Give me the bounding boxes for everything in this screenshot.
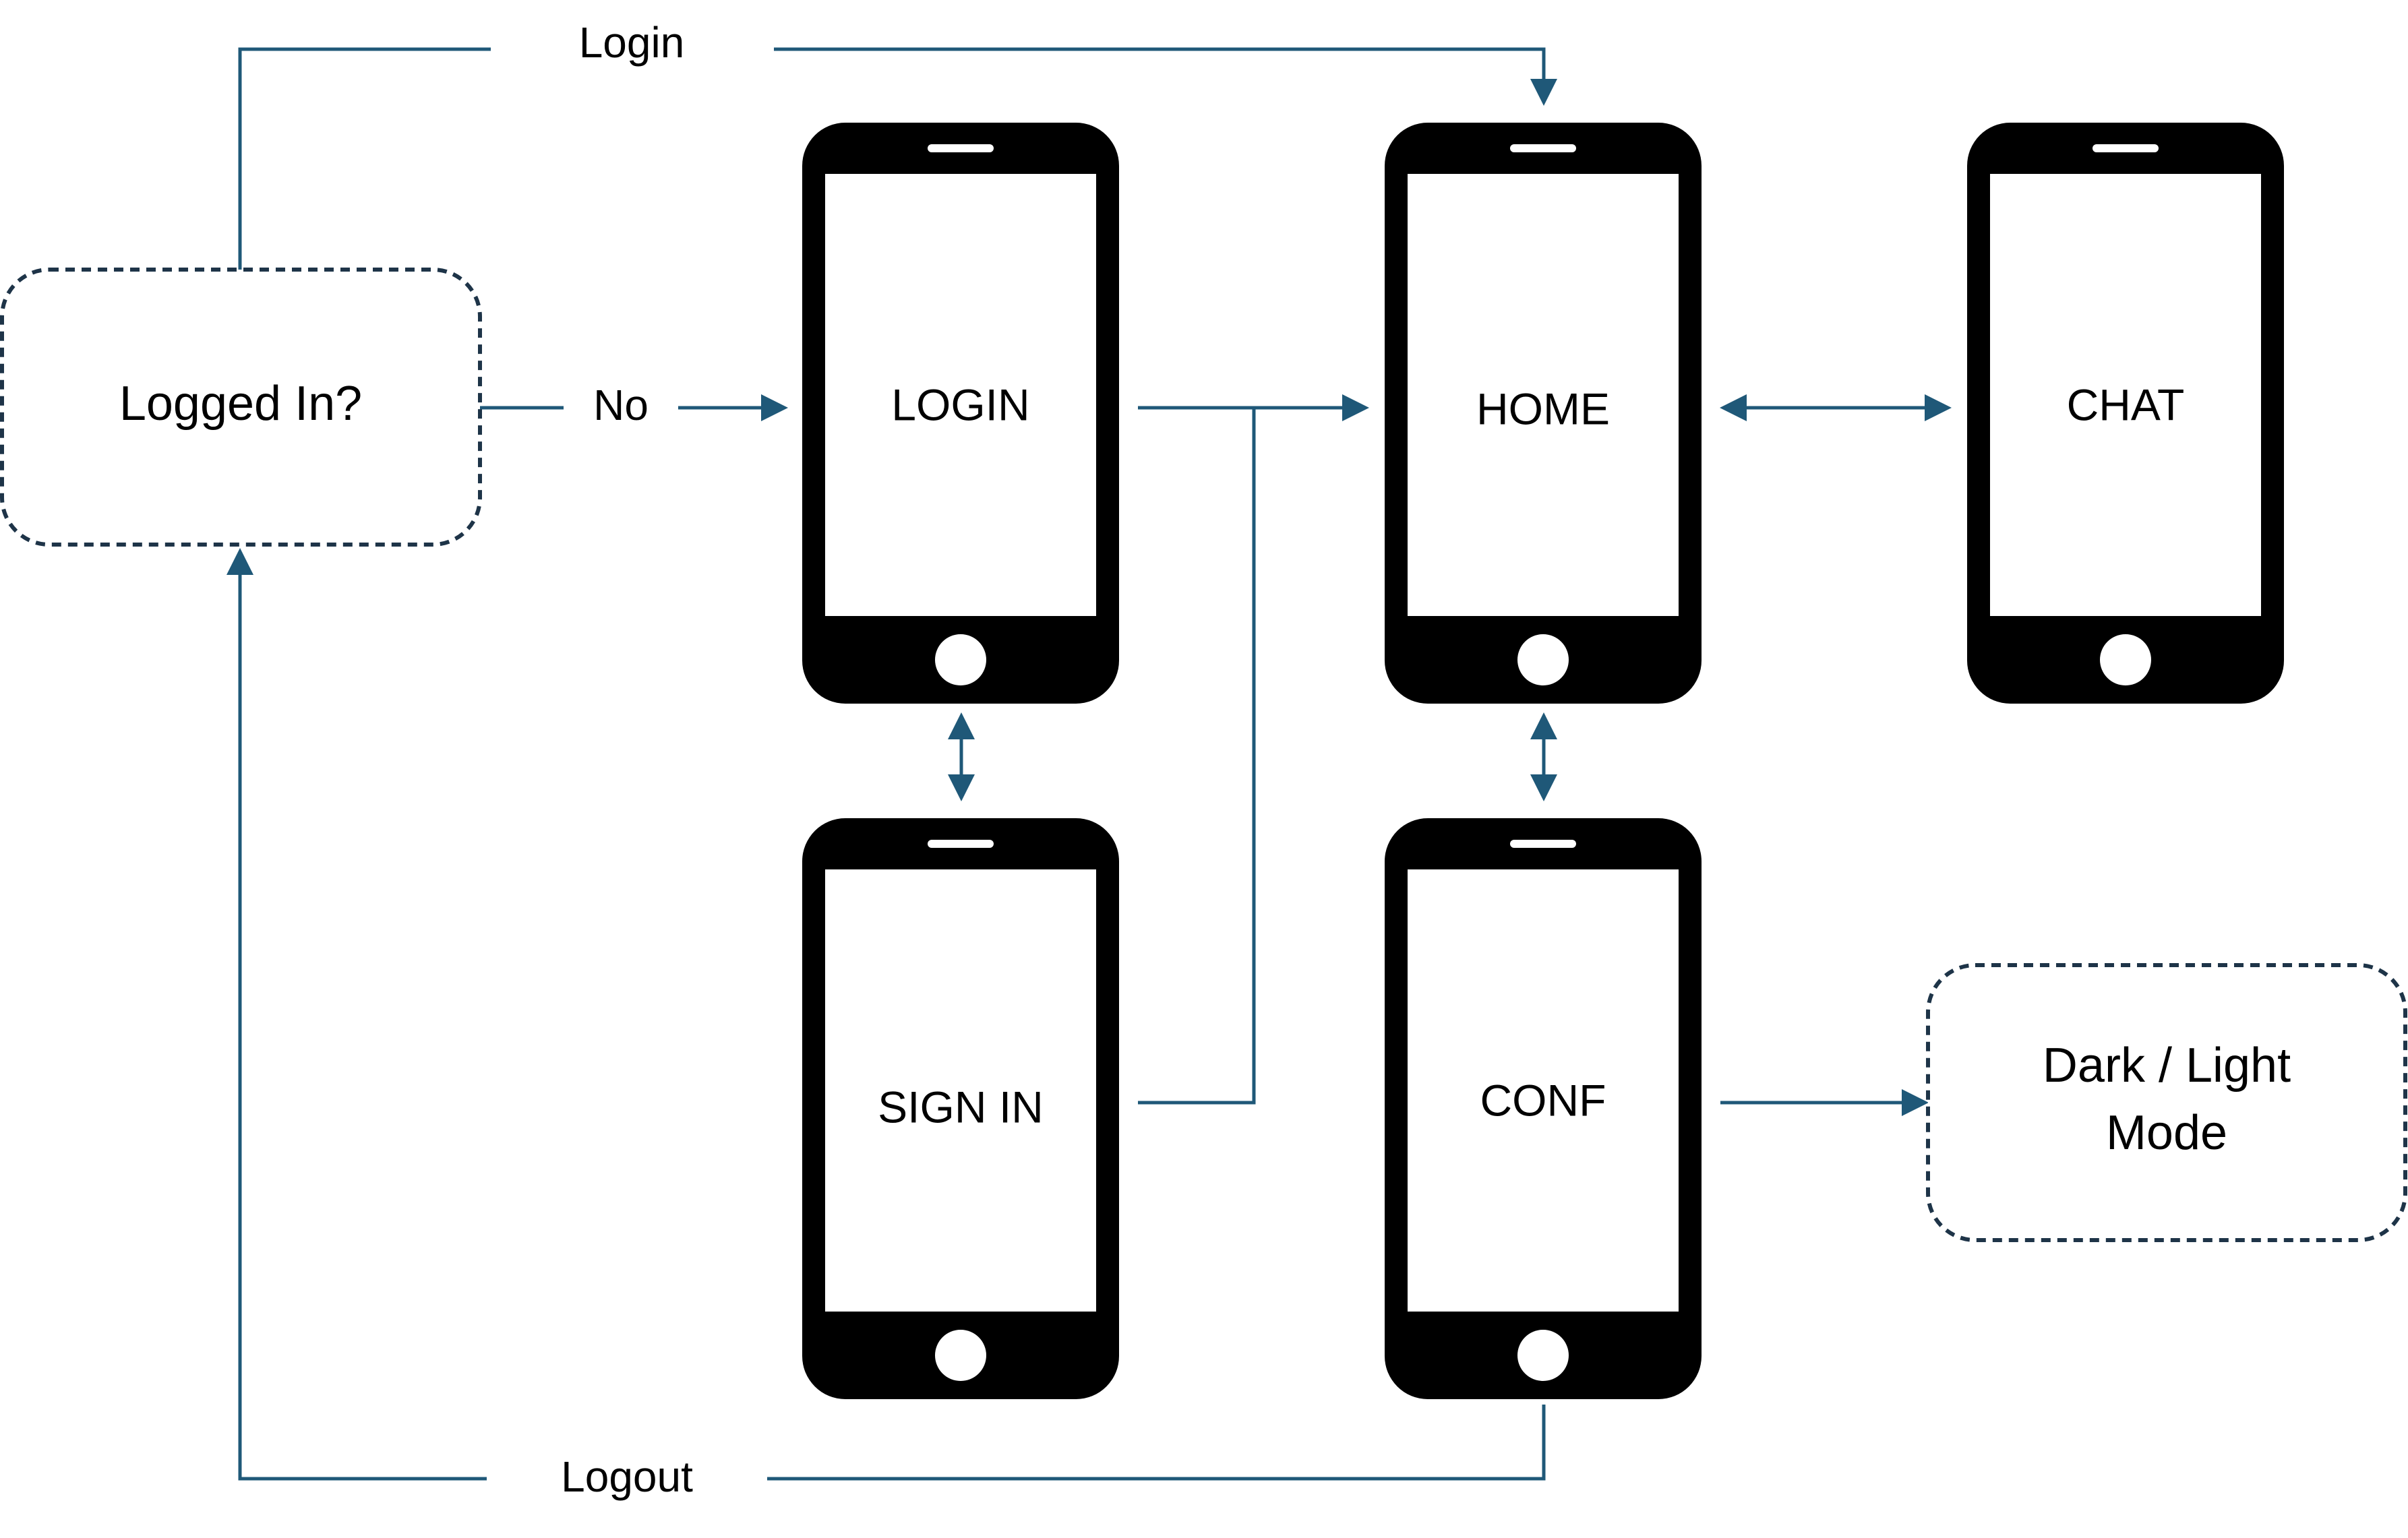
connector-sign-in-to-home (1138, 408, 1256, 1105)
phone-screen (825, 174, 1096, 616)
connector-logout-label-to-logged-in (227, 548, 487, 1481)
smartphone-icon (1385, 123, 1702, 704)
screen-login: LOGIN (802, 123, 1119, 704)
screen-home-label: HOME (1476, 383, 1610, 433)
connector-logged-in-to-login-label (238, 47, 491, 270)
phone-home-button (2100, 634, 2151, 685)
phone-speaker (1510, 144, 1576, 152)
phone-screen (1408, 174, 1679, 616)
screen-conf-label: CONF (1480, 1075, 1606, 1125)
phone-home-button (1517, 634, 1569, 685)
screen-home: HOME (1385, 123, 1702, 704)
phone-speaker (2093, 144, 2159, 152)
phone-home-button (935, 1330, 986, 1381)
connector-conf-to-logout-label (767, 1405, 1546, 1481)
phone-speaker (928, 840, 994, 848)
decision-theme-mode-label-line1: Dark / Light (2043, 1039, 2291, 1093)
screen-chat-label: CHAT (2067, 379, 2185, 429)
smartphone-icon (802, 818, 1119, 1399)
phone-home-button (935, 634, 986, 685)
decision-theme-mode-box (1926, 963, 2407, 1242)
decision-logged-in: Logged In? (0, 268, 482, 547)
decision-theme-mode-label-line2: Mode (2106, 1106, 2227, 1160)
screen-login-label: LOGIN (891, 379, 1029, 429)
smartphone-icon (1385, 818, 1702, 1399)
edge-label-logout: Logout (561, 1452, 693, 1501)
smartphone-icon (802, 123, 1119, 704)
phone-speaker (928, 144, 994, 152)
phone-screen (1990, 174, 2261, 616)
decision-logged-in-box (0, 268, 482, 547)
phone-screen (1408, 869, 1679, 1312)
phone-home-button (1517, 1330, 1569, 1381)
phone-speaker (1510, 840, 1576, 848)
decision-logged-in-label: Logged In? (119, 377, 362, 431)
edge-label-login: Login (579, 18, 685, 67)
screen-conf: CONF (1385, 818, 1702, 1399)
decision-theme-mode: Dark / Light Mode (1926, 963, 2407, 1242)
smartphone-icon (1967, 123, 2284, 704)
edge-label-no: No (593, 381, 649, 429)
screen-chat: CHAT (1967, 123, 2284, 704)
connectors (227, 47, 1952, 1481)
phone-screen (825, 869, 1096, 1312)
connector-login-label-to-home (774, 47, 1557, 106)
screen-sign-in-label: SIGN IN (878, 1082, 1044, 1132)
screen-sign-in: SIGN IN (802, 818, 1119, 1399)
